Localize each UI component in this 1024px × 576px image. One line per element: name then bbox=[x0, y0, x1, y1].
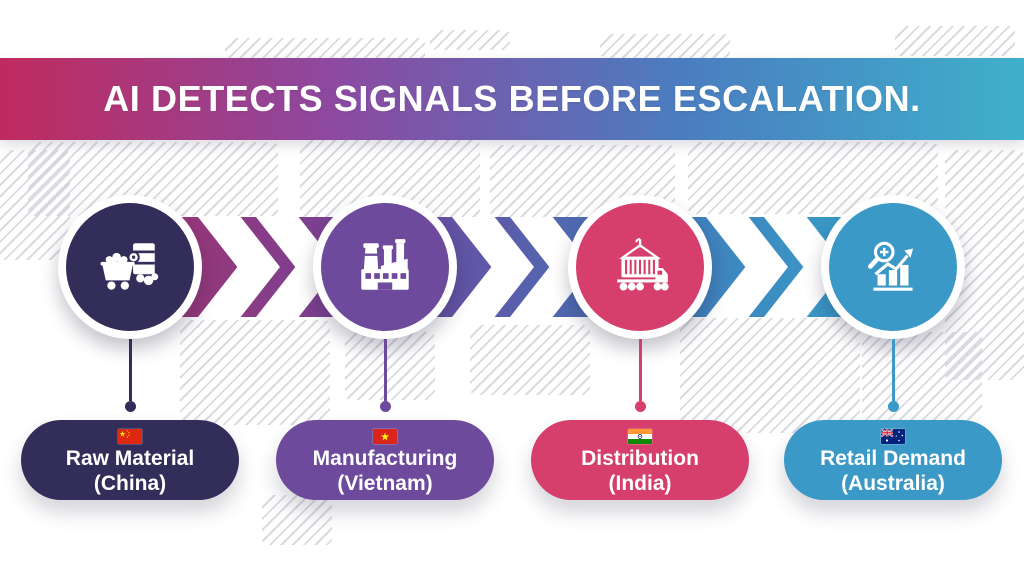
mine-cart-icon bbox=[100, 243, 159, 290]
map-hatch-pattern bbox=[345, 332, 435, 400]
page-title: AI DETECTS SIGNALS BEFORE ESCALATION. bbox=[103, 78, 921, 119]
stage-label-pill: Manufacturing (Vietnam) bbox=[276, 420, 494, 500]
map-hatch-pattern bbox=[0, 150, 70, 260]
stage-connector-dot bbox=[124, 401, 136, 412]
factory-icon bbox=[361, 239, 409, 290]
stage-circle bbox=[568, 195, 712, 339]
stage-sublabel: (Vietnam) bbox=[337, 472, 433, 495]
stage-label: Raw Material bbox=[65, 447, 195, 470]
stage-connector-dot bbox=[634, 401, 646, 412]
australia-flag bbox=[881, 429, 905, 444]
stage-distribution: Distribution (India) bbox=[531, 195, 749, 500]
map-hatch-pattern bbox=[680, 318, 860, 433]
stage-sublabel: (China) bbox=[93, 472, 167, 495]
demand-analytics-icon bbox=[867, 241, 914, 291]
stage-circle bbox=[313, 195, 457, 339]
stage-raw-material: Raw Material (China) bbox=[21, 195, 239, 500]
stage-label-pill: Retail Demand (Australia) bbox=[784, 420, 1002, 500]
container-truck-icon bbox=[617, 238, 669, 291]
vietnam-flag bbox=[373, 429, 397, 444]
india-flag bbox=[628, 429, 652, 444]
stage-retail-demand: Retail Demand (Australia) bbox=[784, 195, 1002, 500]
stage-connector-line bbox=[383, 339, 387, 401]
stage-manufacturing: Manufacturing (Vietnam) bbox=[276, 195, 494, 500]
stage-label: Distribution bbox=[581, 447, 699, 470]
stage-connector-dot bbox=[887, 401, 899, 412]
map-hatch-pattern bbox=[862, 332, 982, 420]
stage-sublabel: (India) bbox=[608, 472, 672, 495]
stage-connector-line bbox=[638, 339, 642, 401]
map-hatch-pattern bbox=[430, 30, 510, 50]
map-hatch-pattern bbox=[180, 320, 330, 425]
map-hatch-pattern bbox=[895, 26, 1015, 56]
stage-label: Retail Demand bbox=[820, 447, 966, 470]
china-flag bbox=[118, 429, 142, 444]
stage-label-pill: Raw Material (China) bbox=[21, 420, 239, 500]
stage-label-pill: Distribution (India) bbox=[531, 420, 749, 500]
stage-label: Manufacturing bbox=[312, 447, 458, 470]
map-hatch-pattern bbox=[600, 34, 730, 58]
stage-connector-line bbox=[128, 339, 132, 401]
map-hatch-pattern bbox=[470, 325, 590, 395]
stage-connector-dot bbox=[379, 401, 391, 412]
stage-circle bbox=[58, 195, 202, 339]
stage-connector-line bbox=[891, 339, 895, 401]
stage-sublabel: (Australia) bbox=[841, 472, 945, 495]
map-hatch-pattern bbox=[262, 495, 332, 545]
header-banner: AI DETECTS SIGNALS BEFORE ESCALATION. bbox=[0, 58, 1024, 140]
stage-circle bbox=[821, 195, 965, 339]
